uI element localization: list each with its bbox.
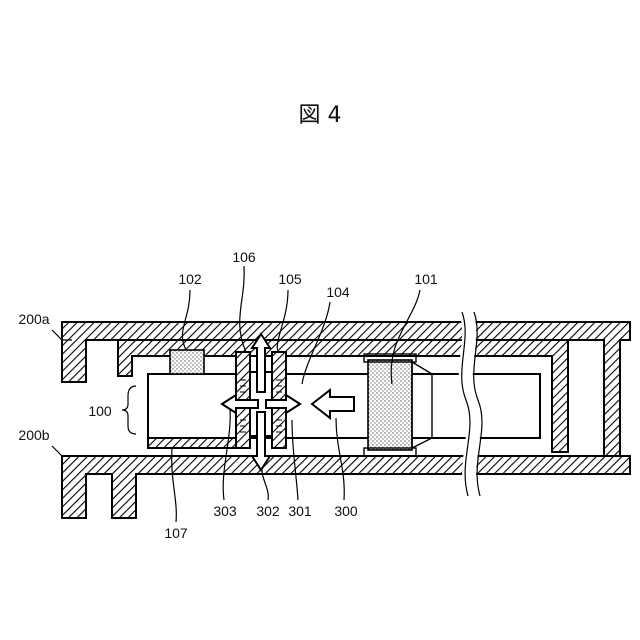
label-200a: 200a [18,311,49,327]
label-302: 302 [256,503,280,519]
label-301: 301 [288,503,312,519]
label-102: 102 [178,271,202,287]
label-101: 101 [414,271,438,287]
label-105: 105 [278,271,302,287]
plate-107 [148,438,240,448]
label-100: 100 [88,403,112,419]
label-300: 300 [334,503,358,519]
label-104: 104 [326,284,350,300]
label-106: 106 [232,249,256,265]
label-200b: 200b [18,427,49,443]
figure-title: 図 4 [299,103,342,128]
label-303: 303 [213,503,237,519]
brace-100 [122,386,136,434]
element-102 [170,350,204,374]
label-107: 107 [164,525,188,541]
